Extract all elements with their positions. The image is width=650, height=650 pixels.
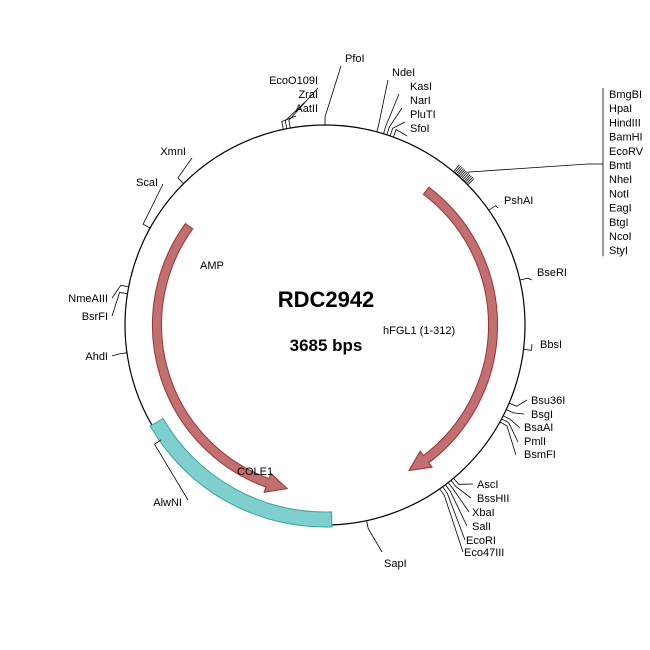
site-leader-bamhi bbox=[457, 168, 464, 176]
site-leader-pshai bbox=[488, 205, 499, 211]
site-label-styi: StyI bbox=[609, 245, 628, 257]
site-label-bmgbi: BmgBI bbox=[609, 89, 642, 101]
site-label-zrai: ZraI bbox=[298, 89, 318, 101]
site-leader-bmti bbox=[459, 170, 467, 178]
site-label-pshai: PshAI bbox=[504, 195, 533, 207]
site-label-alwni: AlwNI bbox=[153, 497, 182, 509]
site-leader-asci bbox=[453, 477, 474, 485]
feature-layer bbox=[149, 186, 499, 528]
site-leader-pmli bbox=[501, 418, 519, 443]
feature-label-hfgl1: hFGL1 (1-312) bbox=[383, 325, 455, 337]
site-leader-eco47iii bbox=[439, 488, 464, 553]
plasmid-name: RDC2942 bbox=[278, 287, 375, 312]
site-label-eagi: EagI bbox=[609, 203, 632, 215]
site-label-hindiii: HindIII bbox=[609, 117, 641, 129]
site-label-aatii: AatII bbox=[295, 103, 318, 115]
site-label-asci: AscI bbox=[477, 479, 498, 491]
site-label-eco47iii: Eco47III bbox=[464, 547, 504, 559]
site-label-ahdi: AhdI bbox=[85, 351, 108, 363]
site-leader-bsmfi bbox=[499, 421, 517, 456]
site-label-sapi: SapI bbox=[384, 558, 407, 570]
site-label-bsaai: BsaAI bbox=[524, 422, 553, 434]
site-leader-nari bbox=[386, 107, 403, 135]
feature-label-cole1: COLE1 bbox=[237, 466, 273, 478]
site-label-nmeaiii: NmeAIII bbox=[68, 293, 108, 305]
site-leader-zrai bbox=[284, 101, 306, 129]
site-leader-nmeaiii bbox=[111, 284, 129, 299]
site-label-btgi: BtgI bbox=[609, 217, 629, 229]
site-label-bbsi: BbsI bbox=[540, 339, 562, 351]
site-leader-xmni bbox=[177, 157, 193, 184]
site-leader-bsu36i bbox=[508, 399, 528, 407]
site-label-bsu36i: Bsu36I bbox=[531, 395, 565, 407]
feature-amp bbox=[151, 222, 289, 493]
site-leader-alwni bbox=[154, 439, 189, 501]
site-leader-xbai bbox=[447, 482, 470, 513]
site-leader-hindiii bbox=[455, 167, 463, 175]
site-label-sali: SalI bbox=[472, 521, 491, 533]
site-leader-pfoi bbox=[324, 65, 342, 125]
site-leader-sfoi bbox=[393, 128, 408, 138]
site-leader-nhei bbox=[461, 171, 468, 179]
site-label-pfoi: PfoI bbox=[345, 53, 365, 65]
site-label-bsmfi: BsmFI bbox=[524, 449, 556, 461]
site-leader-kasi bbox=[383, 93, 400, 134]
site-label-nhei: NheI bbox=[609, 174, 632, 186]
site-leader-aatii bbox=[281, 115, 297, 130]
site-label-ndei: NdeI bbox=[392, 67, 415, 79]
site-leader-scai bbox=[142, 183, 164, 229]
site-label-bmti: BmtI bbox=[609, 160, 632, 172]
site-leader-ndei bbox=[376, 79, 389, 132]
site-leader-styi bbox=[467, 178, 475, 186]
site-leader-bbsi bbox=[523, 343, 533, 351]
site-label-noti: NotI bbox=[609, 188, 629, 200]
site-leader-sapi bbox=[366, 520, 383, 553]
site-leader-noti bbox=[462, 173, 470, 181]
site-leader-sali bbox=[445, 484, 468, 527]
site-leader-ecori bbox=[442, 486, 466, 541]
site-label-ecori: EcoRI bbox=[466, 535, 496, 547]
site-label-ncoi: NcoI bbox=[609, 231, 632, 243]
site-leader-bsrfi bbox=[111, 292, 128, 317]
feature-cole1 bbox=[149, 417, 333, 528]
site-label-bsrfi: BsrFI bbox=[82, 311, 108, 323]
site-leader-eagi bbox=[463, 174, 471, 182]
site-leader-ncoi bbox=[466, 176, 474, 184]
site-leader-bseri bbox=[519, 277, 533, 281]
feature-label-amp: AMP bbox=[200, 260, 224, 272]
site-label-ecorv: EcoRV bbox=[609, 146, 644, 158]
feature-hfgl1-1-312 bbox=[408, 186, 499, 472]
site-leader-bsgi bbox=[506, 409, 525, 415]
site-label-xmni: XmnI bbox=[160, 146, 186, 158]
site-label-kasi: KasI bbox=[410, 81, 432, 93]
site-label-xbai: XbaI bbox=[472, 507, 495, 519]
site-leader-pluti bbox=[389, 121, 406, 137]
site-label-ecoo109i: EcoO109I bbox=[269, 75, 318, 87]
site-leader-mcs-group bbox=[467, 163, 589, 173]
site-label-bsgi: BsgI bbox=[531, 409, 553, 421]
site-leader-bsshii bbox=[450, 480, 472, 499]
site-leader-bmgbi bbox=[453, 164, 460, 173]
site-leader-bsaai bbox=[503, 415, 521, 429]
plasmid-size: 3685 bps bbox=[290, 336, 363, 355]
site-label-bsshii: BssHII bbox=[477, 493, 509, 505]
site-label-bamhi: BamHI bbox=[609, 132, 643, 144]
site-leader-ecorv bbox=[458, 169, 466, 177]
site-label-pluti: PluTI bbox=[410, 109, 436, 121]
site-label-scai: ScaI bbox=[136, 177, 158, 189]
site-label-sfoi: SfoI bbox=[410, 123, 430, 135]
site-label-bseri: BseRI bbox=[537, 267, 567, 279]
site-label-nari: NarI bbox=[410, 95, 431, 107]
restriction-site-layer: PfoI NdeI KasI NarI PluTI SfoI EcoO109I ZraI Aat… bbox=[68, 53, 643, 570]
site-leader-hpai bbox=[454, 165, 462, 174]
site-leader-ahdi bbox=[111, 352, 127, 357]
site-leader-ecoo109i bbox=[288, 87, 319, 129]
site-label-hpai: HpaI bbox=[609, 103, 632, 115]
site-leader-btgi bbox=[464, 175, 472, 183]
site-label-pmli: PmlI bbox=[524, 436, 546, 448]
